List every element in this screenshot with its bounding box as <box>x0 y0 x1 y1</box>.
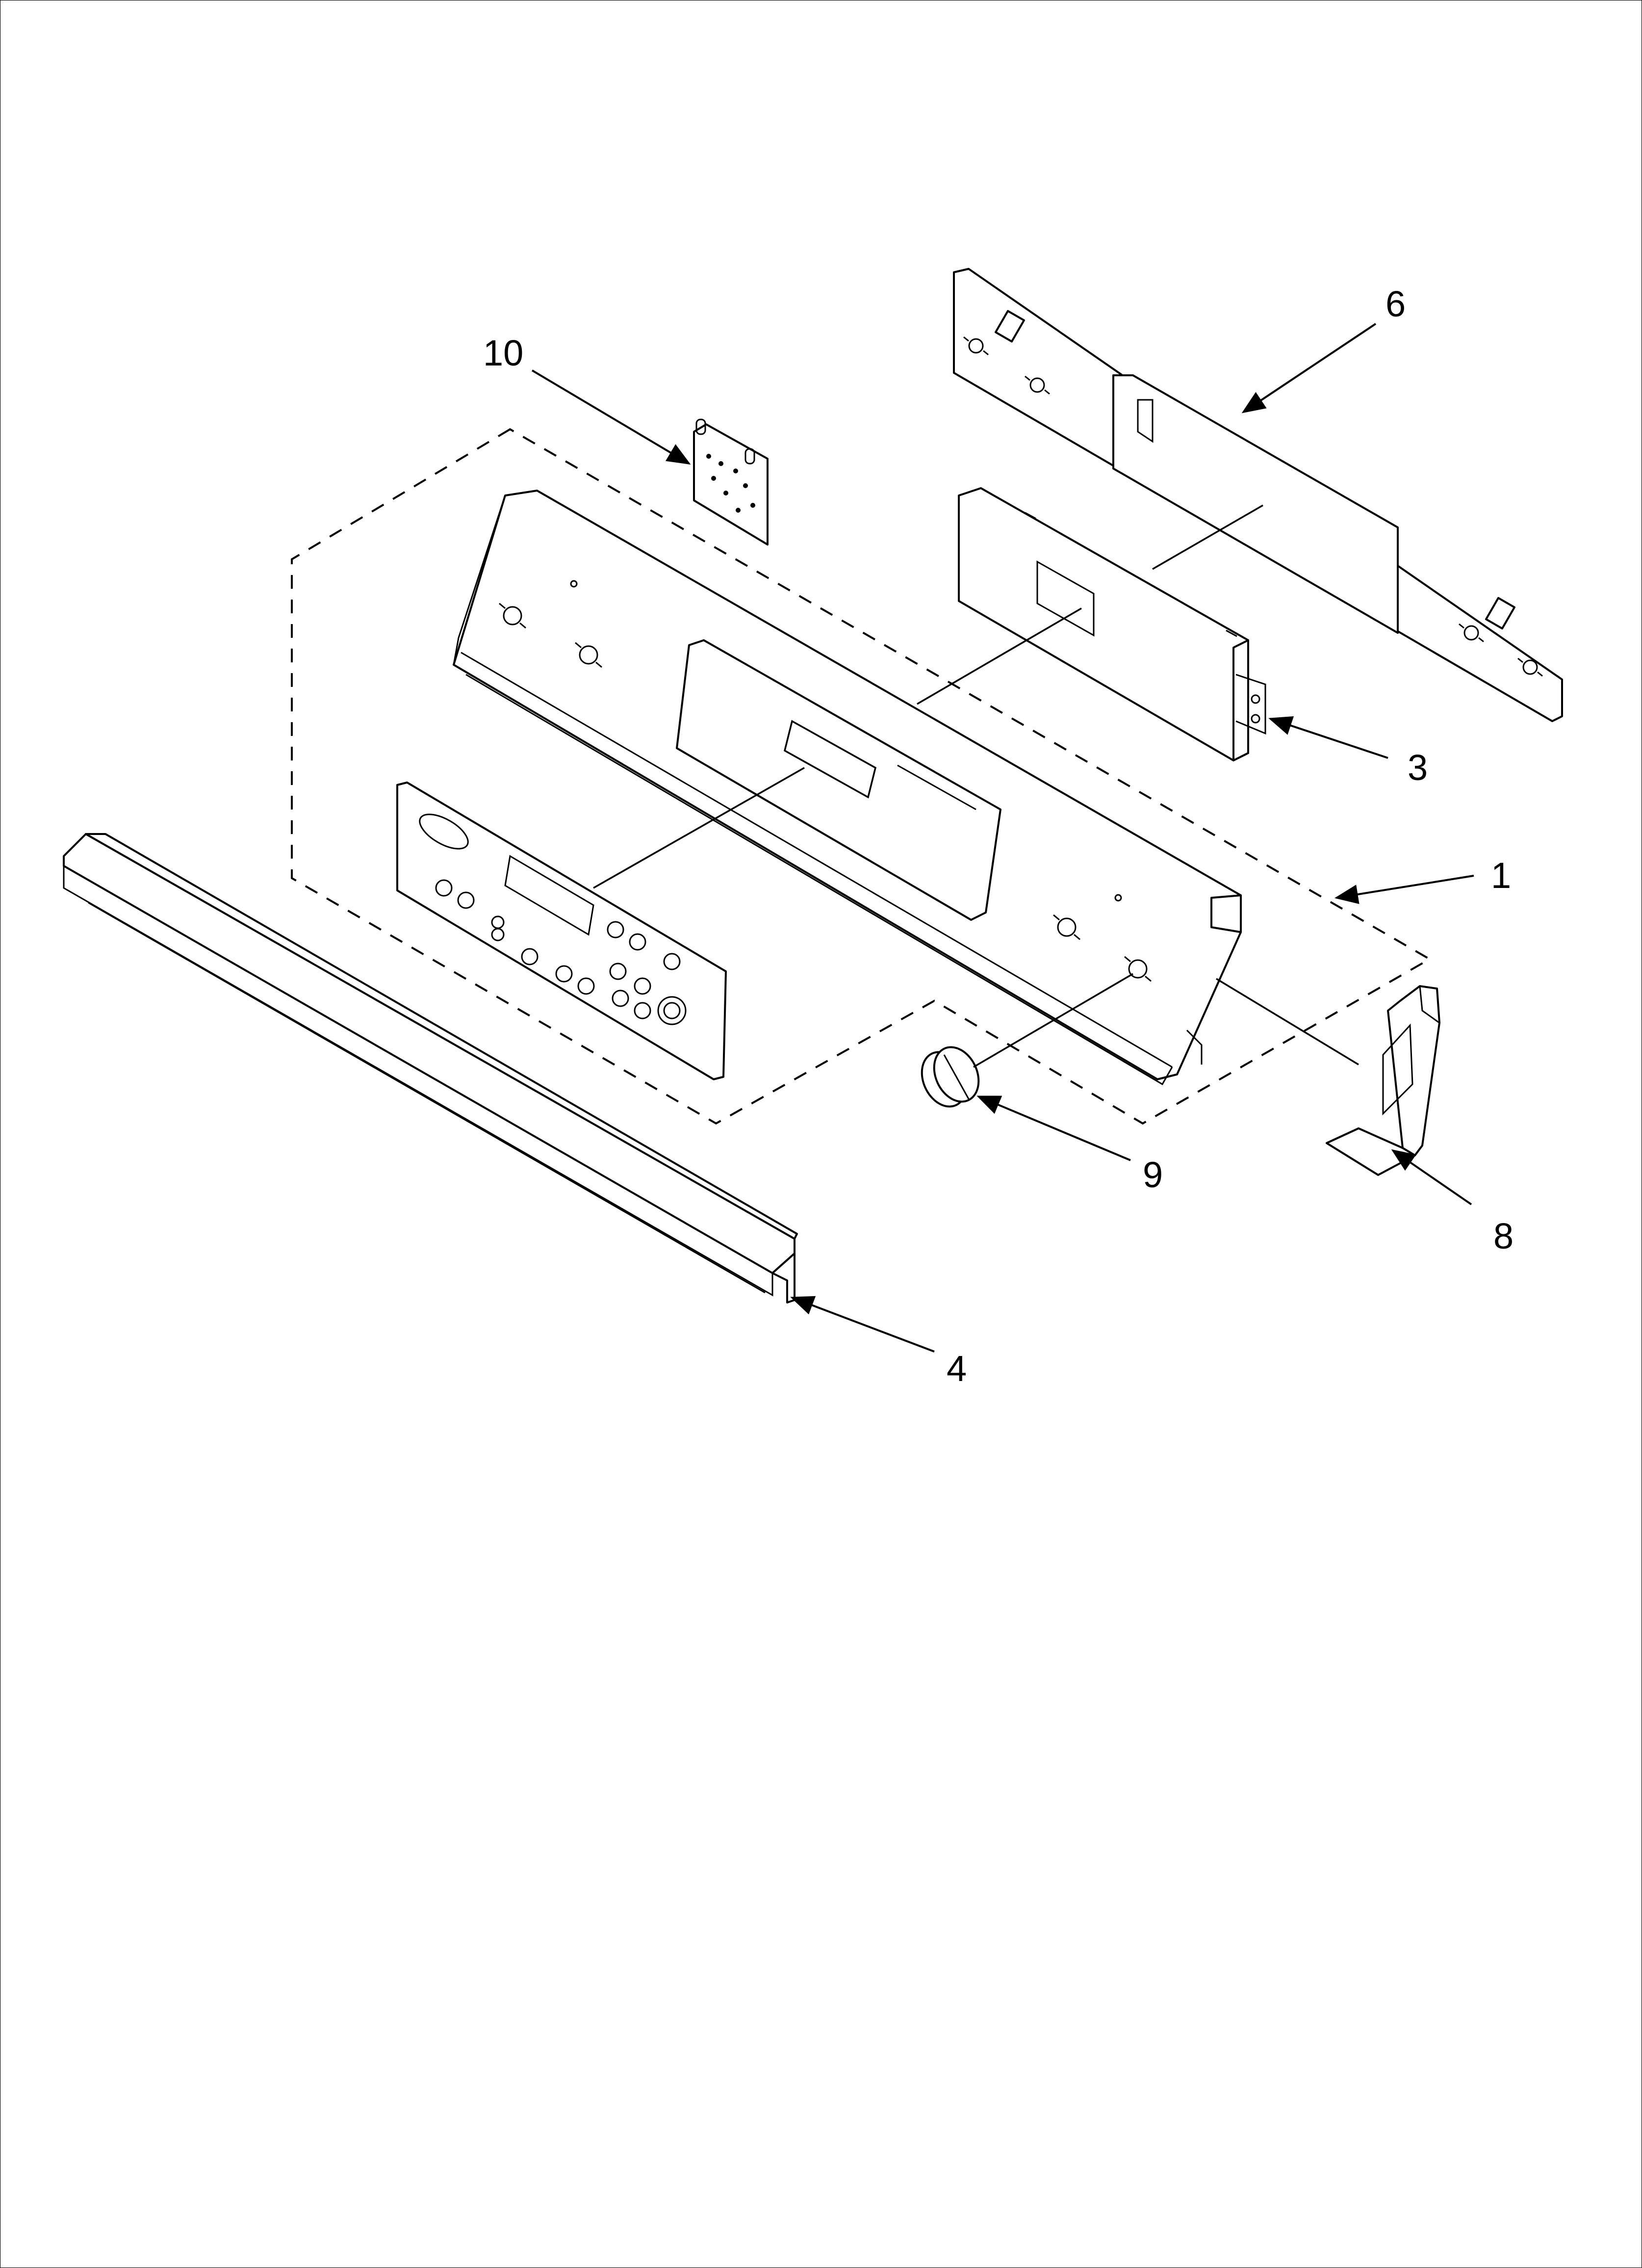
part-6-rear-panel <box>953 268 1563 722</box>
callout-3: 3 <box>1408 747 1428 788</box>
callout-6: 6 <box>1385 284 1406 324</box>
alignment-lines <box>593 504 1359 1068</box>
callout-4: 4 <box>947 1348 967 1389</box>
part-4-trim <box>63 833 798 1303</box>
callout-1: 1 <box>1491 855 1511 896</box>
leader-1 <box>1334 875 1474 904</box>
part-1-control-panel <box>453 490 1242 1086</box>
leader-3 <box>1268 716 1388 759</box>
callout-8: 8 <box>1493 1216 1514 1256</box>
callout-10: 10 <box>483 333 523 373</box>
assembly-outline-dashed <box>291 428 1432 1125</box>
leader-lines <box>531 323 1474 1353</box>
part-8-end-cap <box>1326 985 1440 1176</box>
leader-10 <box>531 369 691 465</box>
leader-6 <box>1241 323 1377 414</box>
part-3-display-housing <box>958 487 1266 761</box>
keypad-overlay <box>396 782 727 1080</box>
part-10-bracket <box>693 418 769 546</box>
part-9-knob <box>921 1046 980 1108</box>
callout-9: 9 <box>1143 1154 1163 1195</box>
leader-8 <box>1391 1149 1472 1205</box>
leader-9 <box>976 1095 1131 1161</box>
leader-4 <box>790 1296 935 1353</box>
